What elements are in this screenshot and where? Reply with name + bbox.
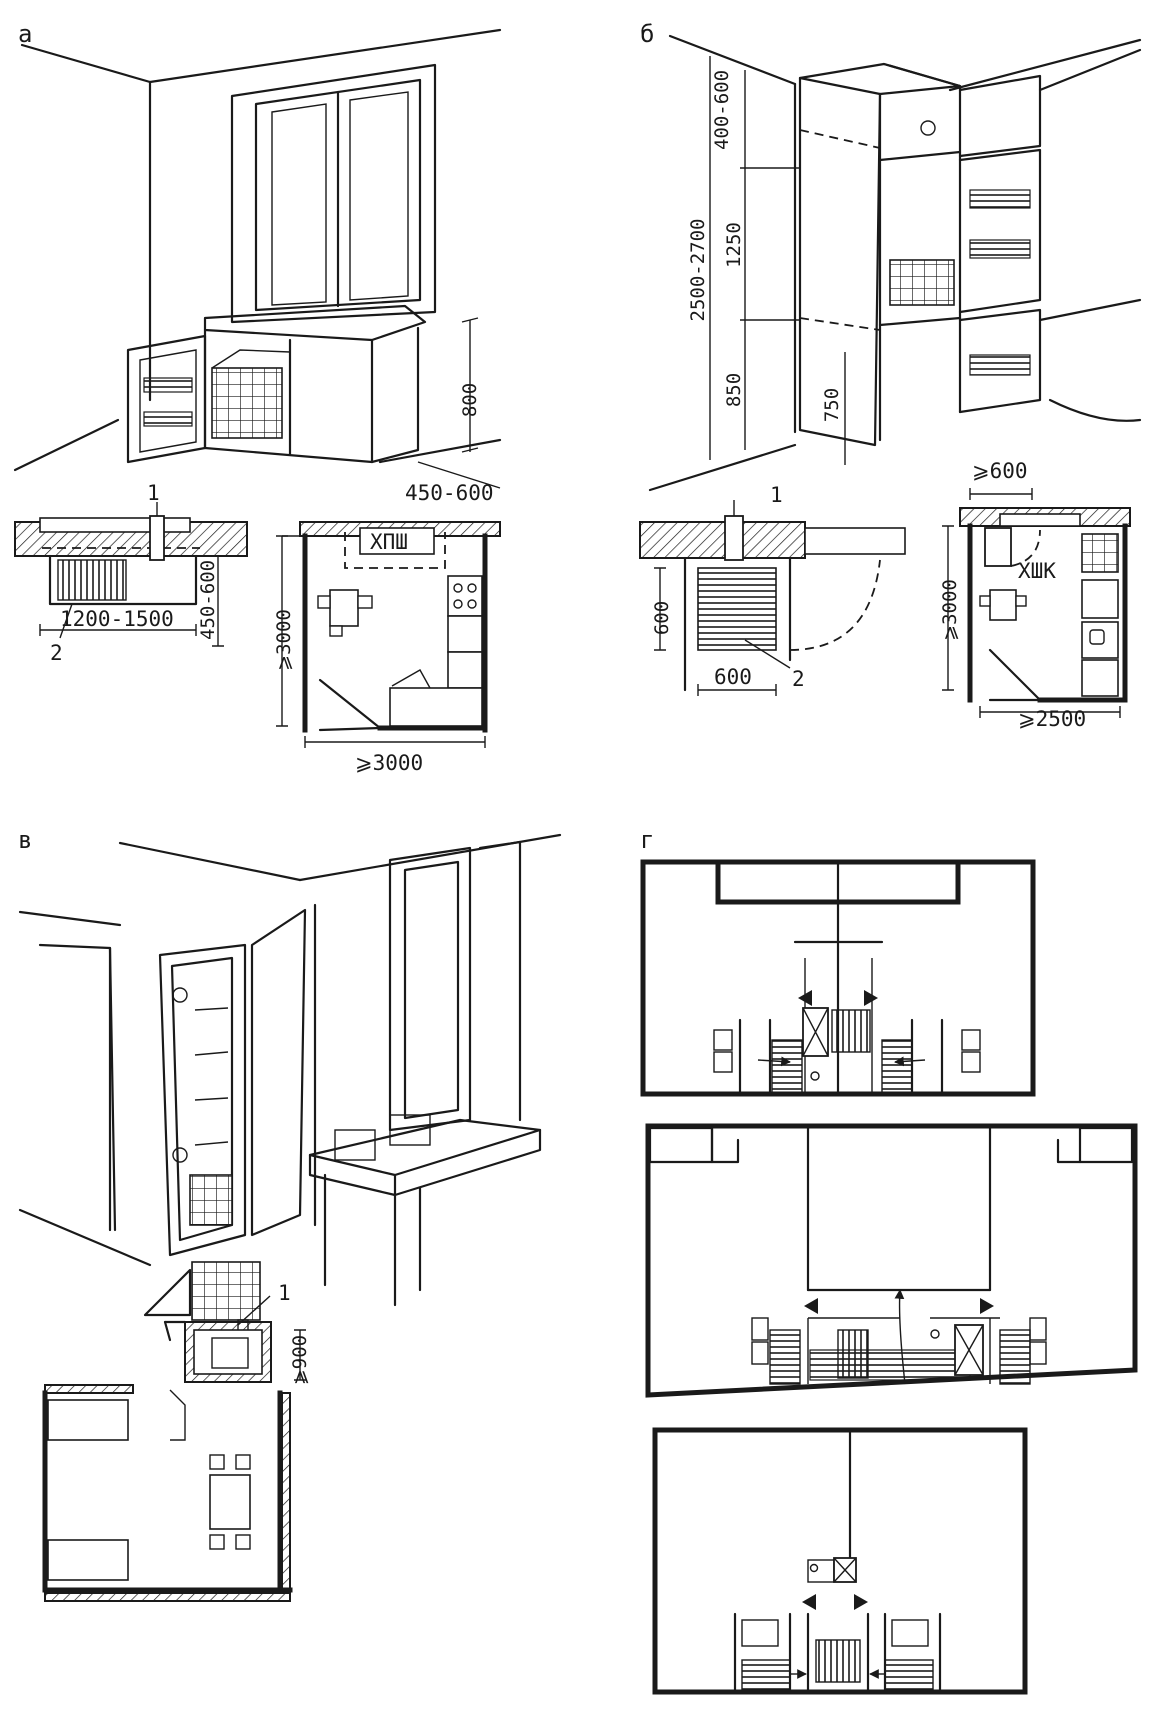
dim-850-label: 850 (723, 373, 745, 407)
dim-a-3000-v-label: ⩾3000 (273, 609, 295, 671)
dim-a-3000-h-label: ⩾3000 (355, 751, 423, 775)
panel-a-letter: а (18, 20, 32, 48)
room-label-a: ХПШ (370, 530, 408, 554)
panel-v-letter: в (18, 826, 32, 854)
panel-b: б (639, 20, 1142, 731)
callout-b-2: 2 (792, 667, 805, 691)
dim-1250-label: 1250 (723, 222, 745, 268)
dim-b-600-v-label: 600 (651, 601, 673, 635)
panel-a-plan-1: 1 2 1200-1500 450-600 (14, 481, 248, 665)
panel-v-plan: 1 ⩾900 (42, 1261, 311, 1602)
dim-2500-2700-label: 2500-2700 (687, 219, 709, 322)
window (230, 63, 437, 324)
room-label-b: ХШК (1018, 559, 1056, 583)
panel-b-plan-2: ⩾600 ХШК ⩾3000 ⩾2500 (939, 459, 1131, 731)
panel-b-plan-1: 1 2 600 600 (639, 483, 906, 696)
dim-800-label: 800 (459, 383, 481, 417)
dim-b-600-h-label: 600 (714, 665, 752, 689)
panel-b-perspective: 400-600 2500-2700 1250 850 750 (648, 34, 1142, 492)
dim-1200-1500-label: 1200-1500 (60, 607, 174, 631)
callout-v-1: 1 (278, 1281, 291, 1305)
dim-a-450-600-plan-label: 450-600 (197, 560, 219, 640)
dim-b-2500-label: ⩾2500 (1018, 707, 1086, 731)
dim-800: 800 (459, 317, 481, 453)
panel-a-perspective: 800 450-600 (13, 28, 502, 505)
panel-v-perspective (18, 833, 562, 1307)
callout-b-1: 1 (770, 483, 783, 507)
panel-a: а (13, 20, 502, 775)
panel-g-letter: г (640, 826, 654, 854)
dim-450-600-label: 450-600 (405, 481, 494, 505)
callout-a-1: 1 (147, 481, 160, 505)
open-fridge-door (126, 334, 207, 464)
panel-v: в (18, 826, 562, 1602)
callout-a-2: 2 (50, 641, 63, 665)
dim-b-600-top-label: ⩾600 (972, 459, 1028, 483)
cabinet-under-window (203, 304, 427, 464)
dim-400-600-label: 400-600 (711, 70, 733, 150)
dim-450-600: 450-600 (405, 461, 501, 505)
dim-900-label: ⩾900 (289, 1335, 311, 1385)
panel-b-letter: б (640, 20, 654, 48)
dining-table (308, 1114, 542, 1307)
panel-g-plan-2 (645, 1123, 1138, 1398)
panel-a-plan-2: ХПШ ⩾3000 ⩾3000 (273, 521, 501, 775)
dim-750-label: 750 (821, 388, 843, 422)
panel-g: г (640, 826, 1138, 1695)
panel-g-plan-1 (640, 859, 1036, 1097)
dim-b-3000-label: ⩾3000 (939, 579, 961, 641)
panel-g-plan-3 (652, 1427, 1028, 1695)
